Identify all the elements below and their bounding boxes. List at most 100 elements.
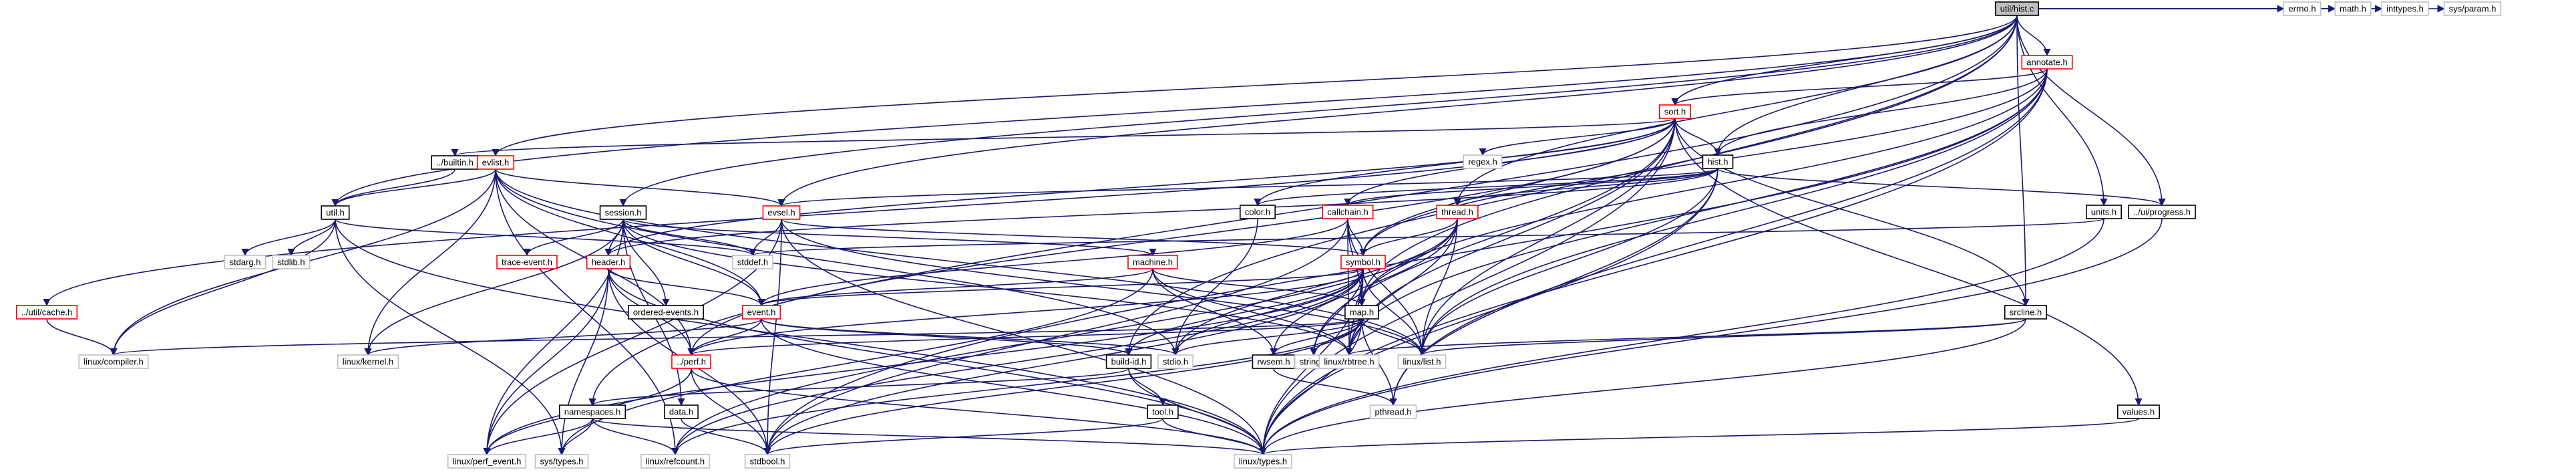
node-box	[1702, 154, 1734, 169]
node-pthread-h[interactable]: pthread.h	[1369, 404, 1417, 419]
edge-evlist-h-to-evsel-h	[495, 168, 785, 207]
edge-machine-h-to-rwsem-h	[1152, 268, 1278, 356]
edge-hist-c-to-annotate-h	[2016, 15, 2051, 57]
node-box	[2128, 205, 2196, 219]
node-label: util/hist.c	[2000, 4, 2034, 14]
node-math-h[interactable]: math.h	[2334, 1, 2372, 16]
node-box	[640, 454, 710, 469]
node-map-h[interactable]: map.h	[1344, 305, 1379, 320]
node-units-h[interactable]: units.h	[2086, 205, 2122, 219]
node-label: sys/types.h	[540, 457, 583, 467]
node-builtin-h[interactable]: ../builtin.h	[431, 155, 479, 170]
edge-symbol-h-to-stdbool-h	[763, 268, 1364, 456]
node-header-h[interactable]: header.h	[586, 255, 631, 269]
edge-symbol-h-to-string-h	[1310, 268, 1364, 356]
node-label: namespaces.h	[564, 407, 621, 417]
node-linux-types-h[interactable]: linux/types.h	[1234, 454, 1292, 469]
node-label: linux/types.h	[1239, 457, 1287, 467]
node-util-hist-c[interactable]: util/hist.c	[1994, 1, 2040, 16]
node-label: linux/kernel.h	[343, 357, 394, 367]
node-label: ordered-events.h	[633, 308, 699, 318]
node-box	[2086, 205, 2122, 219]
node-sort-h[interactable]: sort.h	[1658, 104, 1692, 119]
node-stdlib-h[interactable]: stdlib.h	[272, 255, 311, 269]
edge-hist-c-to-srcline-h	[2016, 15, 2030, 307]
node-linux-perf-event-h[interactable]: linux/perf_event.h	[447, 454, 527, 469]
node-box	[1344, 305, 1379, 320]
edge-sort-h-to-hist-h	[1674, 118, 1722, 156]
node-box	[732, 255, 773, 269]
edge-perf-h-to-types-h	[691, 368, 1267, 456]
edge-evlist-h-to-event-h	[495, 168, 765, 307]
node-linux-rbtree-h[interactable]: linux/rbtree.h	[1318, 354, 1380, 369]
node-box	[1234, 454, 1292, 469]
node-srcline-h[interactable]: srcline.h	[2004, 305, 2048, 320]
edge-event-h-to-kernel-h	[364, 318, 762, 356]
node-label: evsel.h	[767, 208, 795, 218]
node-linux-refcount-h[interactable]: linux/refcount.h	[640, 454, 710, 469]
edge-hist-c-to-thread-h	[1453, 15, 2018, 207]
node-box	[599, 205, 647, 220]
node-linux-compiler-h[interactable]: linux/compiler.h	[78, 354, 149, 369]
node-stdbool-h[interactable]: stdbool.h	[744, 454, 791, 469]
node-event-h[interactable]: event.h	[741, 305, 781, 320]
edge-util-h-to-sys-types-h	[335, 219, 566, 456]
node-sys-param-h[interactable]: sys/param.h	[2443, 1, 2502, 16]
node-box	[15, 305, 78, 320]
node-label: ../perf.h	[677, 357, 706, 367]
node-values-h[interactable]: values.h	[2117, 404, 2161, 419]
node-util-cache-h[interactable]: ../util/cache.h	[15, 305, 78, 320]
node-data-h[interactable]: data.h	[664, 404, 699, 419]
node-rwsem-h[interactable]: rwsem.h	[1252, 354, 1296, 369]
node-linux-kernel-h[interactable]: linux/kernel.h	[337, 354, 399, 369]
edge-callchain-h-to-event-h	[757, 218, 1348, 307]
node-label: evlist.h	[482, 158, 509, 168]
edge-thread-h-to-list-h	[1418, 218, 1458, 356]
node-box	[1147, 404, 1179, 419]
node-hist-h[interactable]: hist.h	[1702, 154, 1734, 169]
node-ui-progress-h[interactable]: ../ui/progress.h	[2128, 205, 2196, 219]
edge-hist-h-to-progress-h	[1717, 168, 2166, 207]
edge-thread-h-to-refcount-h	[671, 218, 1458, 456]
node-color-h[interactable]: color.h	[1240, 205, 1276, 219]
node-machine-h[interactable]: machine.h	[1127, 255, 1178, 269]
edge-hist-c-to-session-h	[619, 15, 2018, 207]
node-label: ../builtin.h	[436, 158, 474, 168]
node-label: header.h	[592, 257, 626, 267]
edge-evlist-h-to-stdio-h	[495, 168, 1179, 356]
node-build-id-h[interactable]: build-id.h	[1105, 354, 1152, 369]
node-trace-event-h[interactable]: trace-event.h	[496, 255, 558, 269]
edge-hist-c-to-util-h	[331, 15, 2018, 207]
node-tool-h[interactable]: tool.h	[1147, 404, 1179, 419]
node-perf-h[interactable]: ../perf.h	[671, 354, 711, 369]
node-callchain-h[interactable]: callchain.h	[1322, 205, 1374, 219]
node-box	[272, 255, 311, 269]
node-inttypes-h[interactable]: inttypes.h	[2381, 1, 2429, 16]
edge-hist-c-to-progress-h	[2016, 15, 2166, 207]
node-evsel-h[interactable]: evsel.h	[762, 205, 801, 220]
node-errno-h[interactable]: errno.h	[2283, 1, 2322, 16]
node-stdio-h[interactable]: stdio.h	[1157, 354, 1193, 369]
node-annotate-h[interactable]: annotate.h	[2021, 55, 2073, 70]
edge-map-h-to-refcount-h	[671, 318, 1362, 456]
edge-sort-h-to-header-h	[604, 118, 1676, 257]
node-evlist-h[interactable]: evlist.h	[476, 155, 515, 170]
node-util-h[interactable]: util.h	[321, 205, 350, 220]
node-label: linux/rbtree.h	[1324, 357, 1374, 367]
node-session-h[interactable]: session.h	[599, 205, 647, 220]
node-ordered-events-h[interactable]: ordered-events.h	[628, 305, 704, 320]
edge-hist-h-to-thread-h	[1453, 168, 1718, 207]
node-sys-types-h[interactable]: sys/types.h	[534, 454, 589, 469]
edge-sort-h-to-types-h	[1259, 118, 1676, 456]
edge-hist-c-to-units-h	[2016, 15, 2108, 207]
node-symbol-h[interactable]: symbol.h	[1340, 255, 1386, 269]
node-box	[2334, 1, 2372, 16]
node-linux-list-h[interactable]: linux/list.h	[1397, 354, 1447, 369]
node-thread-h[interactable]: thread.h	[1436, 205, 1479, 219]
edge-map-h-to-compiler-h	[110, 318, 1362, 356]
node-stdarg-h[interactable]: stdarg.h	[224, 255, 266, 269]
node-namespaces-h[interactable]: namespaces.h	[558, 404, 626, 419]
node-regex-h[interactable]: regex.h	[1463, 154, 1503, 169]
node-stddef-h[interactable]: stddef.h	[732, 255, 773, 269]
